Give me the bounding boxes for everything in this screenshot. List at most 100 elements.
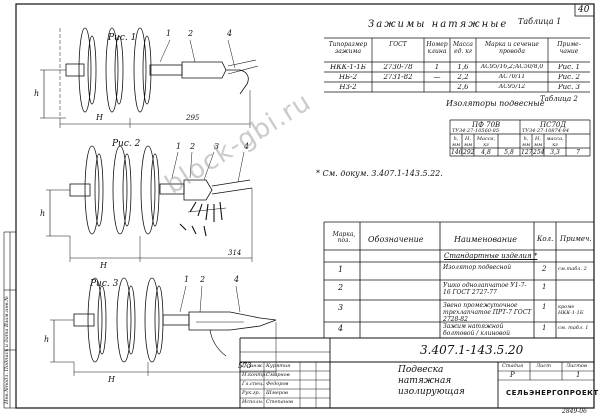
table-1-cell: 2,6 [457, 84, 469, 91]
figure-1-dim-h: h [34, 89, 40, 98]
table-1-cell: АС70/11 [498, 74, 526, 80]
figure-1-dim-H: H [96, 113, 103, 122]
figure-3-dim-H: H [108, 375, 115, 384]
title-line-3: изолирующая [398, 387, 465, 397]
figure-1-callout-2: 2 [188, 29, 194, 38]
title-block-name: Степанов [266, 399, 293, 405]
table-2-subheader: масса, кг [546, 136, 564, 148]
table-1-cell: 2,2 [457, 74, 469, 81]
table-1-cell: НКК-1-1Б [330, 64, 366, 71]
sheets-label: Листов [566, 363, 587, 369]
table-1-cell: Рис. 2 [557, 74, 581, 81]
spec-header-name: Наименование [454, 235, 517, 244]
spec-row-note: кроме НКК-1-1Б [558, 304, 584, 316]
figure-1-callout-4: 4 [227, 29, 233, 38]
title-block-name: Шмеров [266, 390, 288, 396]
spec-table-grid [323, 221, 594, 339]
figure-3-callout-2: 2 [200, 275, 206, 284]
figure-3-label: Рис. 3 [90, 279, 119, 289]
table-1-cell: 2730-78 [383, 64, 413, 71]
spec-row-note: см.табл. 2 [558, 266, 587, 272]
page-number: 40 [578, 5, 590, 15]
spec-header-designation: Обозначение [368, 235, 424, 244]
table-2-col-a: ПФ 70В [472, 121, 501, 129]
table-2-value: 146 [451, 149, 463, 156]
table-1-cell: 1 [434, 64, 440, 71]
table-2-subheader: H, мм [533, 136, 543, 148]
table-2-label: Таблица 2 [540, 95, 578, 103]
figure-3-drawing [50, 277, 277, 376]
document-number: 3.407.1-143.5.20 [420, 343, 524, 357]
table-2-title: Изоляторы подвесные [446, 99, 545, 108]
table-1-cell: АС95/16,2;АС50/8,0 [480, 64, 544, 70]
table-2-value: 3,3 [550, 149, 560, 156]
spec-header-pos: Марка, поз. [332, 231, 356, 244]
spec-row-qty: 2 [542, 265, 547, 273]
table-1-header: ГОСТ [389, 41, 407, 48]
title-block-name: Курятин [266, 363, 291, 369]
table-1-header: Марка и сечение провода [485, 41, 539, 55]
figure-1-drawing [40, 27, 259, 128]
footer-code: 2849-06 [562, 408, 587, 415]
title-line-2: натяжная [398, 376, 452, 386]
title-line-1: Подвеска [398, 365, 444, 375]
table-2-col-b-sub: ТУ34-27-10874-84 [522, 128, 570, 134]
reference-note: * См. докум. 3.407.1-143.5.22. [316, 169, 443, 178]
stage-label: Стадия [502, 363, 524, 369]
table-1-cell: Рис. 3 [557, 84, 581, 91]
spec-row-name: Зажим натяжной болтовой / клиновой [443, 323, 511, 338]
stage-value: Р [510, 371, 515, 379]
sheets-value: 1 [576, 371, 581, 379]
table-1-cell: — [433, 74, 441, 81]
title-block-role: Н.контр. [242, 372, 267, 378]
table-1-header: Масса ед. кг [452, 41, 474, 55]
figure-2-drawing [46, 145, 253, 262]
title-block-role: Гл.спец. [242, 381, 265, 387]
figure-3-dim-length: 573 [238, 362, 252, 370]
figure-3-callout-4: 4 [234, 275, 240, 284]
figure-2-callout-1: 1 [176, 142, 182, 151]
spec-row-pos: 3 [338, 303, 344, 312]
table-2-value: 292 [463, 149, 475, 156]
spec-header-qty: Кол. [537, 235, 554, 243]
figure-1-callout-1: 1 [166, 29, 172, 38]
table-1-title: Зажимы натяжные [368, 19, 509, 30]
figure-2-dim-length: 314 [228, 249, 242, 257]
table-1-cell: НЗ-2 [339, 84, 357, 91]
table-1-grid [324, 37, 590, 93]
table-2-grid [449, 119, 591, 157]
spec-row-name: Изолятор подвесной [443, 264, 512, 271]
spec-header-note: Примеч. [560, 235, 592, 243]
table-1-cell: НБ-2 [338, 74, 358, 81]
spec-row-qty: 1 [542, 303, 547, 311]
table-2-value: 5,8 [504, 149, 514, 156]
figure-2-dim-h: h [40, 209, 46, 218]
table-2-subheader: Масса, кг [476, 136, 496, 148]
table-1-label: Таблица 1 [518, 17, 562, 26]
side-stamp: Инв.№подл. Подпись и дата Взам.инв.№ [4, 296, 10, 404]
spec-row-qty: 1 [542, 324, 547, 332]
title-block-role: Рук.гр. [242, 390, 261, 396]
table-1-cell: Рис. 1 [557, 64, 581, 71]
table-1-header: Номер клина [426, 41, 448, 55]
title-block-name: Федоров [266, 381, 289, 387]
spec-row-pos: 1 [338, 265, 344, 274]
figure-1-label: Рис. 1 [108, 33, 137, 43]
table-2-value: 127 [521, 149, 533, 156]
table-1-cell: АС95/12 [498, 84, 526, 90]
spec-section-title: Стандартные изделия * [444, 252, 538, 260]
table-1-cell: 1,6 [457, 64, 469, 71]
table-2-subheader: h, мм [451, 136, 461, 148]
spec-row-name: Звено промежуточное трехлапчатое ПРТ-7 Г… [443, 302, 532, 324]
title-block-grid [239, 337, 594, 408]
sheet-label: Лист [536, 363, 551, 369]
table-2-col-b: ПС70Д [540, 121, 567, 129]
figure-3-callout-1: 1 [184, 275, 190, 284]
table-2-value: 7 [576, 149, 580, 156]
table-2-value: 254 [533, 149, 545, 156]
table-2-col-a-sub: ТУ34-27-10560-85 [452, 128, 500, 134]
spec-row-note: см. табл. 1 [558, 325, 589, 331]
figure-2-dim-H: H [100, 261, 107, 270]
